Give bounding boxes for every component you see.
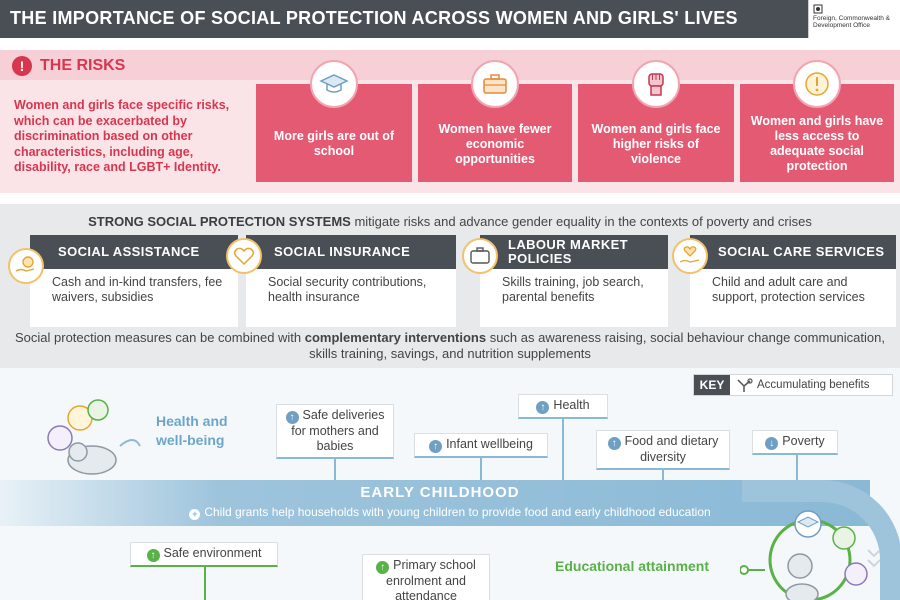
health-wellbeing-label: Health and well-being: [156, 413, 228, 448]
arrow-up-icon: ↑: [285, 411, 299, 424]
educational-attainment-label: Educational attainment: [555, 558, 710, 574]
system-card-body: Cash and in-kind transfers, fee waivers,…: [52, 275, 223, 304]
benefit-label-text: Health: [553, 398, 590, 412]
system-card-body: Social security contributions, health in…: [268, 275, 427, 304]
systems-footer: Social protection measures can be combin…: [0, 330, 900, 362]
baby-illustration-icon: [47, 399, 141, 475]
system-card-body: Child and adult care and support, protec…: [712, 275, 865, 304]
key-label: KEY: [694, 375, 730, 395]
risks-description: Women and girls face specific risks, whi…: [14, 98, 230, 174]
logo-text: Foreign, Commonwealth & Development Offi…: [813, 15, 890, 29]
risk-card-label: More girls are out of school: [273, 129, 395, 158]
system-card-labour-market: LABOUR MARKET POLICIES Skills training, …: [480, 235, 668, 327]
arrow-down-icon: ↓: [765, 437, 779, 450]
page-header: THE IMPORTANCE OF SOCIAL PROTECTION ACRO…: [0, 0, 900, 38]
arrow-up-icon: ↑: [536, 401, 550, 414]
benefit-label-poverty: ↓Poverty: [752, 430, 838, 455]
benefit-label-primary-school: ↑Primary school enrolment and attendance: [362, 554, 490, 600]
stem-line: [662, 468, 664, 484]
benefit-label-text: Food and dietary diversity: [624, 434, 719, 464]
stem-line: [480, 456, 482, 484]
benefit-label-food: ↑Food and dietary diversity: [596, 430, 730, 470]
stem-line: [334, 455, 336, 485]
footer-pre: Social protection measures can be combin…: [15, 330, 305, 345]
plus-icon: +: [189, 509, 201, 520]
benefit-label-text: Primary school enrolment and attendance: [386, 558, 476, 600]
risks-title: THE RISKS: [40, 57, 126, 74]
arrow-up-icon: ↑: [607, 437, 621, 450]
heart-icon: [226, 238, 262, 274]
system-card-social-assistance: SOCIAL ASSISTANCE Cash and in-kind trans…: [30, 235, 238, 327]
graduation-cap-icon: [310, 60, 358, 108]
system-card-body: Skills training, job search, parental be…: [502, 275, 644, 304]
system-card-title: SOCIAL INSURANCE: [246, 235, 456, 269]
early-childhood-band: [0, 480, 870, 526]
benefit-label-safe-deliveries: ↑Safe deliveries for mothers and babies: [276, 404, 394, 459]
benefit-label-safe-environment: ↑Safe environment: [130, 542, 278, 567]
child-illustration-icon: [740, 510, 880, 600]
arrow-up-icon: ↑: [429, 440, 443, 453]
risk-card-violence: Women and girls face higher risks of vio…: [578, 84, 734, 182]
benefit-label-text: Infant wellbeing: [446, 437, 533, 451]
briefcase-icon: [471, 60, 519, 108]
risk-card-label: Women and girls face higher risks of vio…: [591, 121, 721, 166]
system-card-social-care: SOCIAL CARE SERVICES Child and adult car…: [690, 235, 896, 327]
systems-intro-bold: STRONG SOCIAL PROTECTION SYSTEMS: [88, 214, 351, 229]
benefit-label-infant-wellbeing: ↑Infant wellbeing: [414, 433, 548, 458]
footer-post: such as awareness raising, social behavi…: [309, 330, 885, 361]
stage-subtitle-text: Child grants help households with young …: [204, 505, 711, 519]
stage-title: EARLY CHILDHOOD: [360, 484, 520, 501]
stem-line: [562, 418, 564, 483]
fcdo-logo: Foreign, Commonwealth & Development Offi…: [808, 0, 900, 38]
alert-icon: !: [12, 56, 32, 76]
footer-bold: complementary interventions: [304, 330, 487, 345]
risks-header: ! THE RISKS: [0, 50, 900, 80]
arrow-up-icon: ↑: [146, 549, 160, 562]
system-card-social-insurance: SOCIAL INSURANCE Social security contrib…: [246, 235, 456, 327]
heart-hand-icon: [672, 238, 708, 274]
key-text: Accumulating benefits: [757, 379, 870, 391]
benefit-label-text: Safe environment: [163, 546, 262, 560]
risk-card-label: Women have fewer economic opportunities: [438, 121, 552, 166]
briefcase-icon: [462, 238, 498, 274]
legend-key: KEY Accumulating benefits: [693, 374, 893, 396]
crest-icon: [813, 4, 823, 14]
raised-fist-icon: [632, 60, 680, 108]
risk-card-label: Women and girls have less access to adeq…: [750, 114, 884, 173]
systems-intro: STRONG SOCIAL PROTECTION SYSTEMS mitigat…: [0, 214, 900, 229]
warning-icon: [793, 60, 841, 108]
stem-line: [796, 452, 798, 484]
accumulating-benefits-icon: [737, 378, 753, 392]
arrow-up-icon: ↑: [376, 561, 390, 574]
coin-hand-icon: [8, 248, 44, 284]
system-card-title: SOCIAL ASSISTANCE: [30, 235, 238, 269]
system-card-title: LABOUR MARKET POLICIES: [480, 235, 668, 269]
system-card-title: SOCIAL CARE SERVICES: [690, 235, 896, 269]
benefit-label-text: Safe deliveries for mothers and babies: [291, 408, 385, 453]
benefit-label-text: Poverty: [782, 434, 825, 448]
risk-card-access: Women and girls have less access to adeq…: [740, 84, 894, 182]
stage-subtitle: +Child grants help households with young…: [120, 505, 780, 520]
benefit-label-health: ↑Health: [518, 394, 608, 419]
page-title: THE IMPORTANCE OF SOCIAL PROTECTION ACRO…: [10, 8, 738, 28]
stem-line: [204, 565, 206, 600]
systems-intro-rest: mitigate risks and advance gender equali…: [350, 214, 812, 229]
